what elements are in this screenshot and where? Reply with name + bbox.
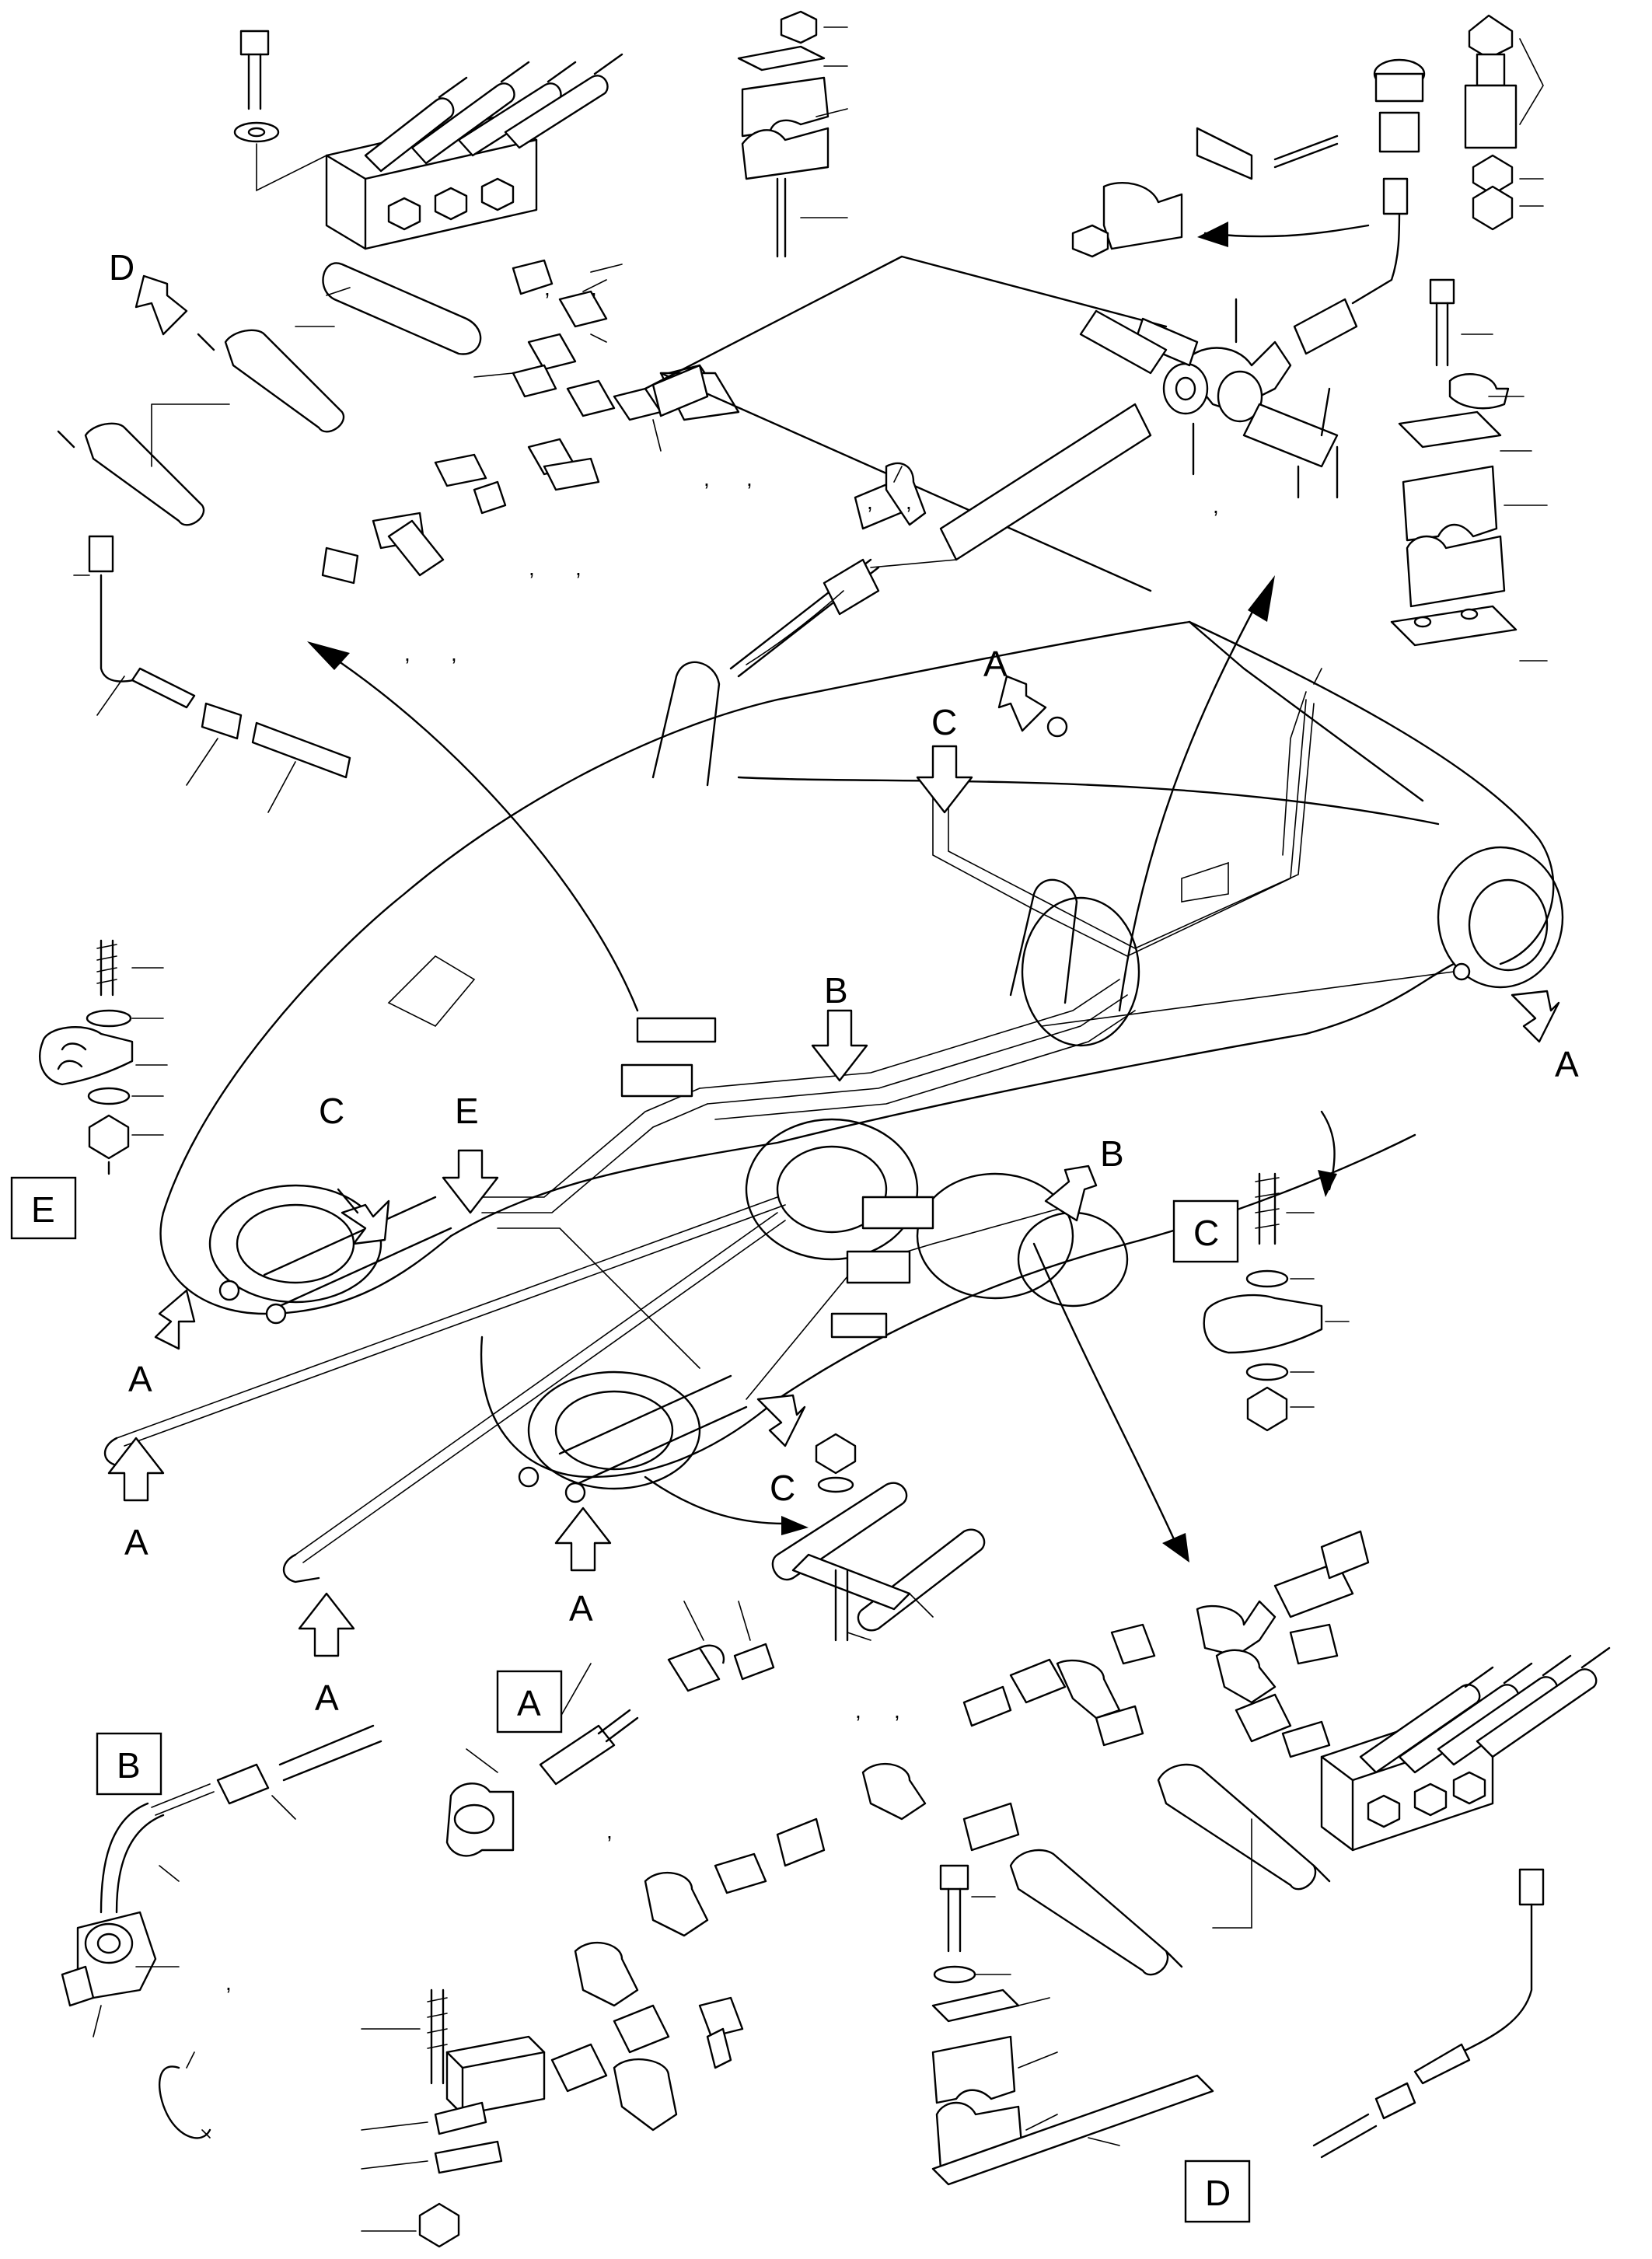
detail-a-fittings [445, 1601, 775, 1857]
view-label-text: A [517, 1683, 541, 1723]
separator: , [529, 556, 535, 580]
separator: , [451, 641, 457, 665]
view-arrow-label: A [569, 1588, 593, 1629]
view-arrow-a-bottom-mid: A [298, 1592, 355, 1718]
view-arrow-label: C [931, 702, 957, 742]
detail-bottom-chain [550, 1530, 1611, 2186]
view-arrow-label: E [455, 1091, 479, 1131]
detail-center-tubes [771, 1433, 986, 1642]
view-label-text: E [31, 1189, 55, 1230]
callout-arrows [307, 222, 1370, 1562]
boom-piping-lines [103, 668, 1471, 1583]
view-arrow-c-left: C [319, 1091, 390, 1245]
boom-structure [159, 620, 1564, 1490]
detail-top-center: , , , [644, 10, 1219, 678]
separator: , [591, 276, 597, 300]
boxed-view-labels: E C A B D [10, 1176, 1251, 2223]
view-arrow-b-mid: B [811, 970, 868, 1082]
view-label-b: B [96, 1732, 162, 1796]
view-arrow-c-center: C [756, 1394, 806, 1508]
view-label-c: C [1172, 1199, 1239, 1263]
view-arrow-a-left: A [128, 1289, 196, 1399]
view-arrow-label: D [109, 247, 134, 288]
detail-top-right [939, 14, 1548, 662]
separator: , [1213, 494, 1219, 518]
view-arrow-label: C [319, 1091, 344, 1131]
view-label-a: A [496, 1670, 563, 1734]
view-arrow-d: D [109, 247, 188, 336]
view-label-text: D [1205, 2173, 1231, 2213]
separator: , [575, 556, 582, 580]
view-arrow-b-right: B [1044, 1133, 1124, 1222]
view-arrow-label: B [824, 970, 848, 1011]
separator: , [906, 490, 912, 514]
separator: , [544, 276, 550, 300]
view-arrow-a-top: A [983, 644, 1047, 732]
detail-d-top-left: , , , , , , [57, 30, 753, 813]
view-label-text: B [117, 1745, 141, 1786]
view-arrow-label: B [1100, 1133, 1124, 1174]
separator: , [704, 466, 710, 491]
view-arrow-e-left: E [442, 1091, 499, 1214]
view-arrow-label: A [124, 1522, 148, 1562]
view-arrow-c-top: C [916, 702, 973, 814]
view-arrow-a-bottom-left: A [107, 1437, 165, 1562]
view-label-text: C [1193, 1213, 1219, 1253]
view-arrows: D A C B B A C [107, 247, 1579, 1718]
view-arrow-a-right: A [1511, 990, 1579, 1084]
separator: , [746, 466, 753, 491]
view-arrow-label: A [1555, 1044, 1579, 1084]
view-arrow-label: A [315, 1678, 339, 1718]
view-arrow-label: A [128, 1359, 152, 1399]
separator: , [606, 1819, 613, 1843]
detail-c-clamp [1203, 1172, 1350, 1432]
detail-e-clamp [39, 939, 168, 1175]
view-label-d: D [1184, 2159, 1251, 2223]
separator: , [867, 490, 873, 514]
view-label-e: E [10, 1176, 77, 1240]
separator: , [855, 1699, 861, 1723]
view-arrow-label: C [770, 1468, 795, 1508]
view-arrow-a-bottom-center: A [554, 1507, 612, 1629]
detail-b-elbow: , [61, 1724, 382, 2139]
separator: , [404, 641, 410, 665]
separator: , [225, 1971, 232, 1995]
view-arrow-label: A [983, 644, 1008, 684]
detail-bottom-solenoid: , , , , , [361, 276, 900, 2248]
separator: , [894, 1699, 900, 1723]
